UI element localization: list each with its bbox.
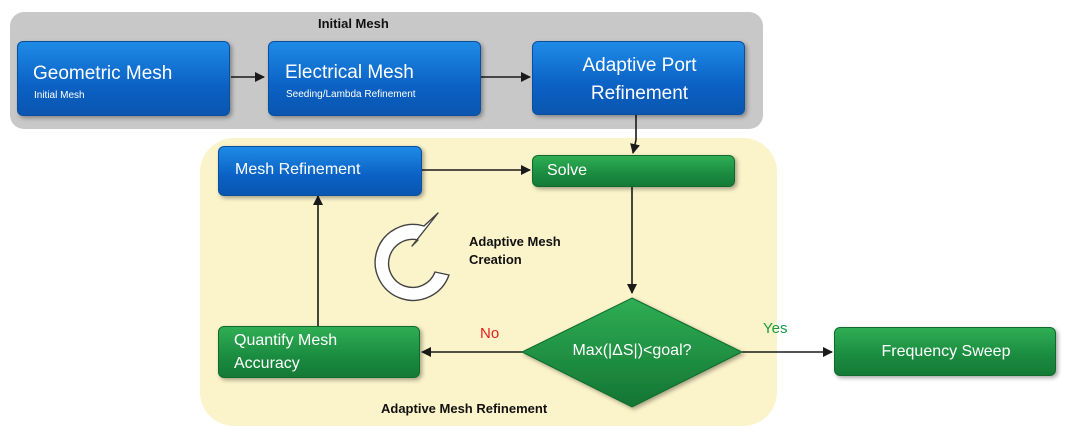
geometric-mesh-title: Geometric Mesh [33, 63, 173, 84]
frequency-sweep-node: Frequency Sweep [834, 327, 1056, 376]
electrical-mesh-title: Electrical Mesh [285, 62, 414, 83]
adaptive-mesh-refinement-label: Adaptive Mesh Refinement [381, 401, 548, 416]
mesh-refinement-node: Mesh Refinement [218, 146, 422, 196]
loop-arrow-icon [374, 212, 450, 302]
adaptive-mesh-creation-label: Adaptive Mesh Creation [469, 233, 561, 269]
initial-mesh-label: Initial Mesh [318, 16, 389, 31]
quantify-mesh-accuracy-node: Quantify Mesh Accuracy [218, 326, 420, 378]
no-edge-label: No [480, 325, 500, 342]
electrical-mesh-node: Electrical Mesh Seeding/Lambda Refinemen… [268, 41, 481, 116]
loop-label-line2: Creation [469, 252, 522, 267]
mesh-refinement-title: Mesh Refinement [235, 161, 361, 178]
electrical-mesh-subtitle: Seeding/Lambda Refinement [286, 89, 416, 100]
quantify-line2: Accuracy [234, 355, 300, 372]
frequency-sweep-title: Frequency Sweep [881, 343, 1011, 360]
adaptive-port-line2: Refinement [590, 83, 689, 104]
adaptive-port-line1: Adaptive Port [582, 55, 697, 76]
decision-diamond [520, 297, 744, 408]
edge-port-to-solve [630, 115, 640, 154]
loop-label-line1: Adaptive Mesh [469, 234, 561, 249]
yes-edge-label: Yes [763, 320, 788, 337]
quantify-line1: Quantify Mesh [234, 332, 338, 349]
geometric-mesh-subtitle: Initial Mesh [34, 90, 85, 101]
geometric-mesh-node: Geometric Mesh Initial Mesh [17, 41, 230, 116]
solve-node: Solve [532, 155, 735, 187]
adaptive-port-refinement-node: Adaptive Port Refinement [532, 41, 745, 115]
solve-title: Solve [547, 162, 588, 179]
decision-label: Max(|ΔS|)<goal? [572, 342, 692, 359]
